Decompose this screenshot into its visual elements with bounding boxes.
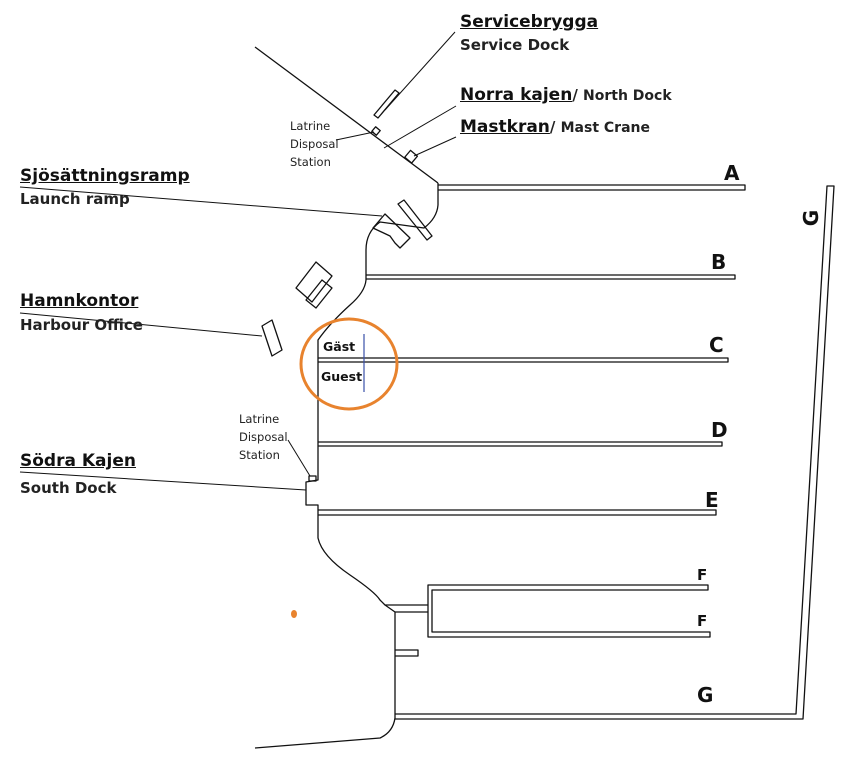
- launch-ramp: [372, 213, 411, 249]
- pier-b: [366, 274, 736, 280]
- south-dock-en: South Dock: [20, 479, 117, 497]
- north-dock-sep: /: [572, 86, 584, 104]
- mast-crane-sep: /: [549, 118, 561, 136]
- small-finger: [395, 611, 428, 657]
- leader-south-dock: [19, 471, 307, 491]
- building-north: [295, 261, 333, 303]
- leader-harbour-office: [19, 312, 263, 337]
- latrine-north-line-1: Latrine: [290, 119, 331, 133]
- pier-label-f2: F: [697, 612, 708, 630]
- latrine-north-marker: [371, 126, 381, 136]
- mast-crane-marker: [404, 149, 419, 164]
- leader-mast-crane: [413, 136, 457, 157]
- guest-en: Guest: [321, 369, 363, 384]
- service-dock-pier: [373, 89, 400, 119]
- pier-c: [318, 357, 729, 363]
- latrine-south-label: Latrine Disposal Station: [239, 410, 288, 464]
- guest-highlight-circle: [299, 317, 399, 411]
- leader-north-dock: [383, 105, 457, 149]
- pier-label-a: A: [724, 161, 740, 185]
- pier-label-f1: F: [697, 566, 708, 584]
- orange-dot: [291, 610, 297, 618]
- latrine-south-line-3: Station: [239, 448, 280, 462]
- building-north-annex: [305, 279, 333, 309]
- shoreline-lower: [254, 604, 396, 749]
- launch-ramp-en: Launch ramp: [20, 190, 130, 208]
- harbour-office-sv: Hamnkontor: [20, 291, 139, 311]
- mast-crane-en: Mast Crane: [560, 120, 650, 136]
- latrine-south-line-2: Disposal: [239, 430, 288, 444]
- service-dock-en: Service Dock: [460, 36, 570, 54]
- pier-g: [395, 185, 835, 720]
- harbour-office-building: [261, 319, 283, 357]
- mast-crane-label: Mastkran/ Mast Crane: [460, 117, 650, 137]
- north-dock-label: Norra kajen/ North Dock: [460, 85, 672, 105]
- pier-d: [318, 441, 723, 447]
- mast-crane-sv: Mastkran: [460, 117, 550, 137]
- north-dock-en: North Dock: [583, 88, 672, 104]
- harbour-office-en: Harbour Office: [20, 316, 143, 334]
- leader-latrine-south: [287, 439, 311, 477]
- latrine-north-label: Latrine Disposal Station: [290, 117, 339, 171]
- north-dock-sv: Norra kajen: [460, 85, 573, 105]
- pier-label-g-bottom: G: [697, 683, 714, 707]
- pier-label-g-side: G: [799, 209, 824, 227]
- latrine-north-line-3: Station: [290, 155, 331, 169]
- leader-service-dock: [384, 31, 456, 111]
- guest-sv: Gäst: [323, 339, 356, 354]
- pier-label-c: C: [709, 333, 724, 357]
- pier-a: [438, 184, 746, 191]
- latrine-south-marker: [308, 475, 317, 482]
- launch-ramp-slab: [397, 199, 433, 241]
- pier-label-b: B: [711, 250, 727, 274]
- latrine-north-line-2: Disposal: [290, 137, 339, 151]
- pier-f: [427, 584, 711, 638]
- leader-launch-ramp: [19, 186, 383, 217]
- launch-ramp-sv: Sjösättningsramp: [20, 166, 190, 186]
- service-dock-sv: Servicebrygga: [460, 12, 599, 32]
- pier-e: [318, 509, 717, 516]
- pier-label-d: D: [711, 418, 728, 442]
- shoreline: [305, 183, 439, 606]
- latrine-south-line-1: Latrine: [239, 412, 280, 426]
- pier-label-e: E: [705, 488, 719, 512]
- south-dock-sv: Södra Kajen: [20, 451, 136, 471]
- leader-latrine-north: [335, 131, 375, 141]
